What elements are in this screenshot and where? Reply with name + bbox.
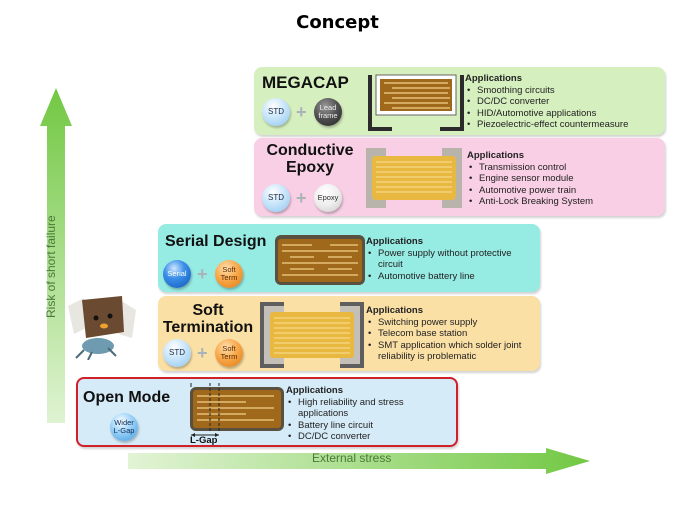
capacitor-epoxy-icon (366, 148, 462, 208)
mascot-illustration (68, 296, 136, 360)
panel-title: Conductive Epoxy (264, 142, 356, 176)
application-item: Anti-Lock Breaking System (469, 196, 593, 208)
panel-open-mode: Open Mode Wider L-Gap L-Gap Applications… (76, 377, 458, 447)
application-item: Transmission control (469, 162, 593, 174)
capacitor-megacap-icon (368, 74, 464, 131)
risk-axis-arrow (40, 88, 72, 423)
capacitor-serial-icon (275, 235, 365, 285)
applications-list: Applications Transmission control Engine… (467, 150, 593, 208)
applications-header: Applications (366, 236, 424, 247)
application-item: Piezoelectric-effect countermeasure (467, 119, 628, 131)
application-item: SMT application which solder joint relia… (368, 340, 536, 363)
panel-title: Serial Design (165, 233, 267, 250)
panel-title: Open Mode (83, 389, 171, 406)
badge-lead-frame: Lead frame (314, 98, 342, 126)
badge-std: STD (262, 98, 290, 126)
l-gap-label: L-Gap (190, 435, 218, 446)
capacitor-soft-term-icon (260, 302, 364, 368)
applications-header: Applications (286, 385, 344, 396)
panel-serial-design: Serial Design Serial + Soft Term Applica… (158, 224, 540, 292)
badge-soft-term: Soft Term (215, 339, 243, 367)
application-item: Switching power supply (368, 317, 536, 329)
badge-wider-l-gap: Wider L-Gap (110, 413, 138, 441)
panel-megacap: MEGACAP STD + Lead frame Applications Sm… (254, 67, 665, 135)
stress-axis-arrow (128, 448, 590, 474)
panel-conductive-epoxy: Conductive Epoxy STD + Epoxy Application… (254, 138, 665, 216)
application-item: HID/Automotive applications (467, 108, 628, 120)
plus-icon: + (197, 264, 208, 284)
badge-serial: Serial (163, 260, 191, 288)
application-item: Telecom base station (368, 328, 536, 340)
application-item: DC/DC converter (288, 431, 451, 443)
applications-list: Applications Smoothing circuits DC/DC co… (465, 73, 628, 131)
application-item: Automotive power train (469, 185, 593, 197)
panel-title-line: Soft (192, 302, 224, 319)
applications-list: Applications Power supply without protec… (366, 236, 531, 282)
x-axis-label: External stress (312, 451, 392, 465)
page-title: Concept (296, 12, 379, 33)
panel-title: Soft Termination (162, 302, 254, 336)
plus-icon: + (296, 188, 307, 208)
badge-soft-term: Soft Term (215, 260, 243, 288)
application-item: High reliability and stress applications (288, 397, 451, 420)
panel-title: MEGACAP (262, 73, 349, 92)
application-item: DC/DC converter (467, 96, 628, 108)
application-item: Engine sensor module (469, 173, 593, 185)
application-item: Battery line circuit (288, 420, 451, 432)
y-axis-label: Risk of short failure (44, 215, 58, 318)
applications-list: Applications High reliability and stress… (286, 385, 451, 443)
applications-header: Applications (467, 150, 525, 161)
plus-icon: + (197, 343, 208, 363)
badge-epoxy: Epoxy (314, 184, 342, 212)
panel-title-line: Conductive (266, 142, 354, 159)
badge-std: STD (163, 339, 191, 367)
capacitor-open-mode-icon (190, 383, 284, 437)
panel-title-line: Epoxy (285, 159, 334, 176)
application-item: Automotive battery line (368, 271, 531, 283)
application-item: Smoothing circuits (467, 85, 628, 97)
applications-header: Applications (366, 305, 424, 316)
panel-soft-termination: Soft Termination STD + Soft Term Applica… (158, 296, 540, 371)
plus-icon: + (296, 102, 307, 122)
application-item: Power supply without protective circuit (368, 248, 531, 271)
applications-header: Applications (465, 73, 523, 84)
applications-list: Applications Switching power supply Tele… (366, 305, 536, 363)
panel-title-line: Termination (162, 319, 254, 336)
badge-std: STD (262, 184, 290, 212)
